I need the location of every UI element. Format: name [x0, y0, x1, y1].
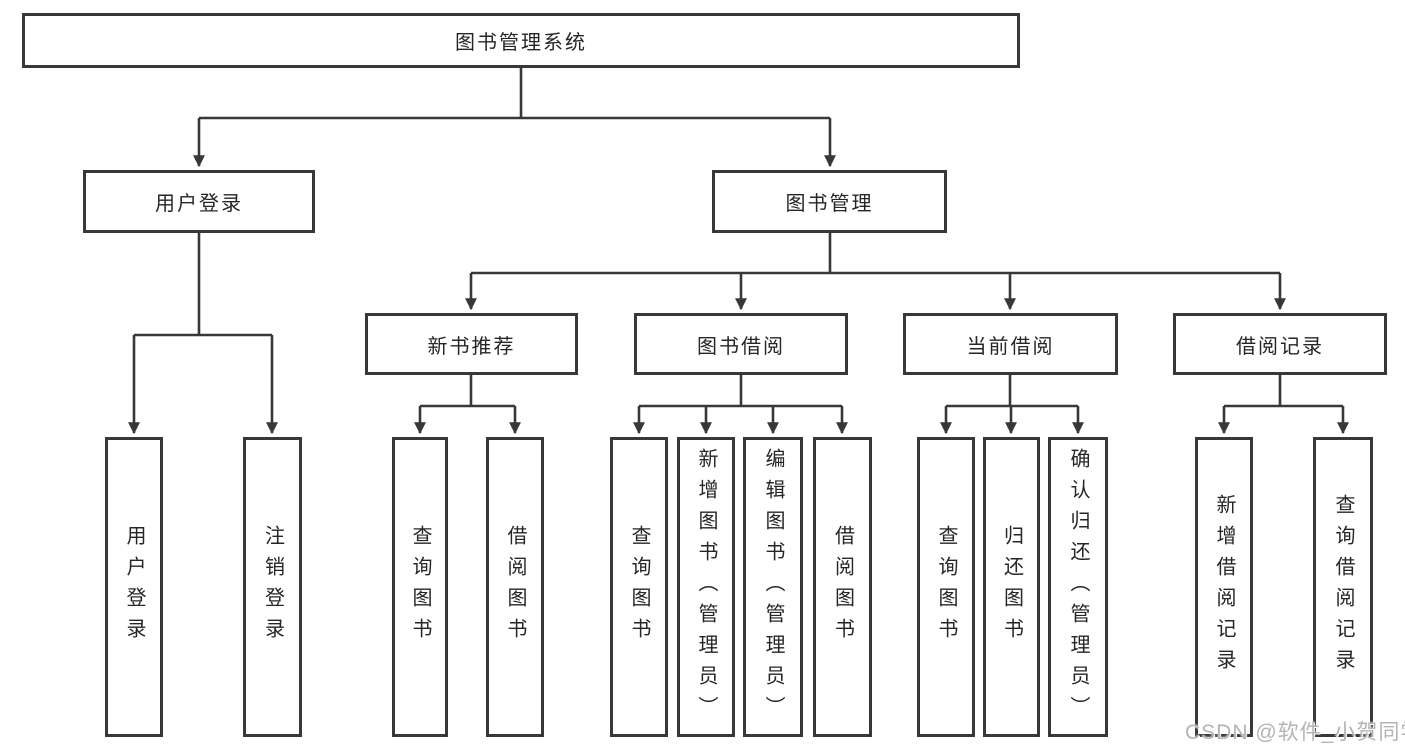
leaf-query-borrow-record: 查询借阅记录: [1313, 437, 1373, 737]
leaf-return-books: 归还图书: [983, 437, 1040, 737]
leaf-add-books-admin: 新增图书（管理员）: [677, 437, 735, 737]
node-borrow-record: 借阅记录: [1173, 313, 1387, 375]
leaf-logout: 注销登录: [243, 437, 302, 737]
leaf-add-borrow-record: 新增借阅记录: [1195, 437, 1253, 737]
leaf-edit-books-admin: 编辑图书（管理员）: [743, 437, 803, 737]
leaf-borrow-books: 借阅图书: [813, 437, 872, 737]
leaf-query-books-borrow: 查询图书: [610, 437, 668, 737]
leaf-user-login: 用户登录: [105, 437, 163, 737]
node-user-login-branch: 用户登录: [83, 170, 315, 233]
leaf-confirm-return-admin: 确认归还（管理员）: [1048, 437, 1108, 737]
csdn-watermark: CSDN @软件_小贺同学: [1185, 721, 1405, 744]
node-new-book-recommend: 新书推荐: [365, 313, 578, 375]
node-book-management-branch: 图书管理: [712, 170, 947, 233]
node-library-management-system: 图书管理系统: [22, 13, 1020, 68]
node-current-borrow: 当前借阅: [903, 313, 1118, 375]
leaf-query-books-current: 查询图书: [917, 437, 975, 737]
node-book-borrow: 图书借阅: [634, 313, 848, 375]
leaf-borrow-books-recommend: 借阅图书: [486, 437, 544, 737]
leaf-query-books-recommend: 查询图书: [392, 437, 448, 737]
